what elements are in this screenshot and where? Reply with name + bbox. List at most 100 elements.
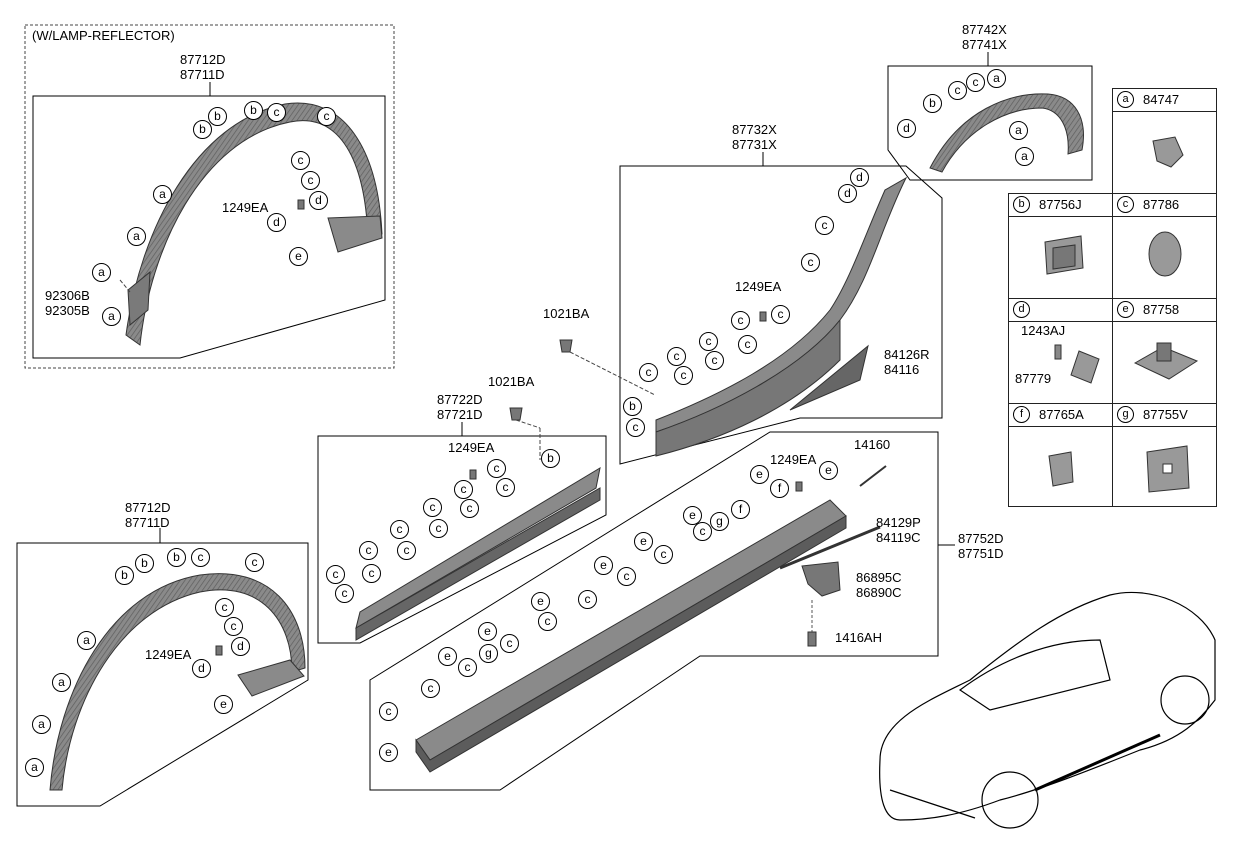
callout-e: e [478,622,497,641]
legend-letter: c [1117,196,1134,213]
callout-c: c [815,216,834,235]
callout-g: g [710,512,729,531]
sill-strip-part [779,525,881,570]
legend-letter: f [1013,406,1030,423]
callout-c: c [948,81,967,100]
reflector-part-no-2: 92305B [45,303,90,318]
callout-c: c [699,332,718,351]
callout-a: a [77,631,96,650]
callout-e: e [750,465,769,484]
callout-b: b [193,120,212,139]
callout-c: c [693,522,712,541]
callout-b: b [244,101,263,120]
front-arch-part-no-1: 87712D [125,500,171,515]
rear-arch-part [929,93,1084,173]
legend-d-screw-label: 1243AJ [1021,323,1066,338]
front-arch-lamp-panel [32,95,386,359]
callout-c: c [421,679,440,698]
side-sill-part-no-1: 87752D [958,531,1004,546]
legend-letter: b [1013,196,1030,213]
legend-part-no: 87765A [1039,407,1084,422]
legend-letter: e [1117,301,1134,318]
legend-d-nut-label: 87779 [1015,371,1052,386]
callout-d: d [838,184,857,203]
callout-b: b [208,107,227,126]
callout-a: a [987,69,1006,88]
callout-c: c [654,545,673,564]
door-trim-part-no-1: 87722D [437,392,483,407]
screw-label-3: 1249EA [448,440,495,455]
pin-label: 14160 [854,437,891,452]
callout-e: e [289,247,308,266]
callout-a: a [1015,147,1034,166]
legend-e: e 87758 [1112,298,1217,404]
sill-end-part [789,344,869,411]
callout-a: a [153,185,172,204]
callout-c: c [454,480,473,499]
callout-c: c [301,171,320,190]
rear-arch-part-no-1: 87742X [962,22,1007,37]
callout-c: c [667,347,686,366]
callout-c: c [771,305,790,324]
callout-e: e [594,556,613,575]
callout-a: a [92,263,111,282]
callout-e: e [683,506,702,525]
legend-part-no: 87756J [1039,197,1082,212]
lamp-reflector-box [24,24,395,369]
callout-c: c [291,151,310,170]
callout-c: c [224,617,243,636]
callout-a: a [25,758,44,777]
callout-a: a [32,715,51,734]
callout-c: c [379,702,398,721]
legend-part-no: 87755V [1143,407,1188,422]
callout-f: f [731,500,750,519]
bracket-part-no-2: 86890C [856,585,902,600]
callout-d: d [850,168,869,187]
callout-e: e [531,592,550,611]
bolt-label: 1416AH [835,630,882,645]
screw-label-1: 1249EA [222,200,269,215]
reflector-part [127,270,151,327]
callout-d: d [267,213,286,232]
callout-d: d [309,191,328,210]
callout-a: a [1009,121,1028,140]
quarter-trim-part-no-2: 87731X [732,137,777,152]
callout-c: c [359,541,378,560]
callout-c: c [500,634,519,653]
callout-c: c [496,478,515,497]
rear-arch-part-no-2: 87741X [962,37,1007,52]
bracket-part-no-1: 86895C [856,570,902,585]
callout-a: a [52,673,71,692]
callout-c: c [738,335,757,354]
callout-c: c [397,541,416,560]
callout-c: c [626,418,645,437]
lamp-reflector-note: (W/LAMP-REFLECTOR) [32,28,175,43]
sill-end-part-no-1: 84126R [884,347,930,362]
screw-label-4: 1249EA [770,452,817,467]
legend-part-no: 87758 [1143,302,1180,317]
callout-e: e [379,743,398,762]
sill-strip-part-no-2: 84119C [876,530,921,545]
front-arch-part-no-2: 87711D [125,515,170,530]
sill-strip-part-no-1: 84129P [876,515,921,530]
callout-c: c [390,520,409,539]
callout-c: c [215,598,234,617]
front-arch-panel [16,542,309,807]
callout-d: d [897,119,916,138]
callout-c: c [674,366,693,385]
callout-c: c [362,564,381,583]
reflector-part-no-1: 92306B [45,288,90,303]
callout-c: c [423,498,442,517]
callout-e: e [214,695,233,714]
callout-b: b [167,548,186,567]
callout-c: c [578,590,597,609]
legend-letter: a [1117,91,1134,108]
callout-c: c [639,363,658,382]
rear-arch-panel [887,65,1093,181]
screw-label-5: 1249EA [145,647,192,662]
callout-c: c [538,612,557,631]
side-sill-part-no-2: 87751D [958,546,1004,561]
